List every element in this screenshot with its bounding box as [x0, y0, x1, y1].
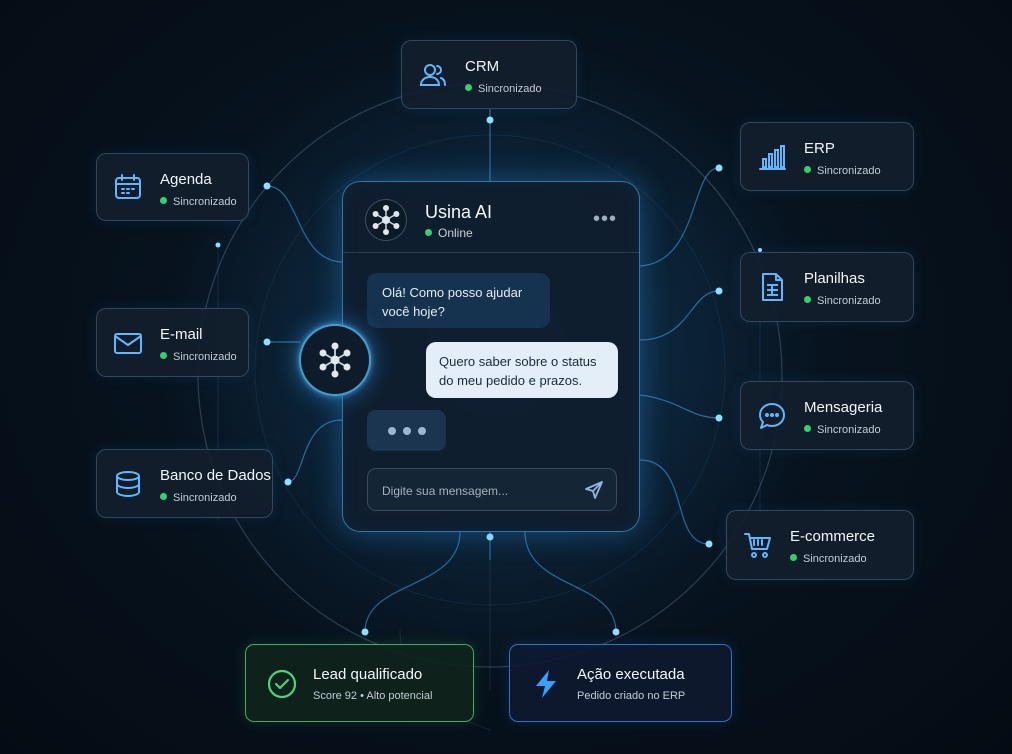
- chat-title: Usina AI: [425, 202, 493, 222]
- bot-message: Olá! Como posso ajudar você hoje?: [367, 273, 550, 328]
- calendar-icon: [115, 174, 141, 199]
- mail-icon: [114, 332, 142, 354]
- spreadsheet-icon: [762, 273, 783, 301]
- integration-title: Agenda: [160, 171, 212, 188]
- integration-title: ERP: [804, 140, 835, 157]
- chat-window: Usina AI Online ••• Olá! Como posso ajud…: [342, 181, 640, 532]
- message-input[interactable]: [380, 469, 584, 512]
- integration-database[interactable]: Banco de Dados Sincronizado: [96, 449, 273, 518]
- integration-erp[interactable]: ERP Sincronizado: [740, 122, 914, 191]
- status-badge: Sincronizado: [804, 424, 881, 436]
- integration-crm[interactable]: CRM Sincronizado: [401, 40, 577, 109]
- status-badge: Sincronizado: [160, 492, 237, 504]
- status-badge: Sincronizado: [160, 351, 237, 363]
- message-input-container: [367, 468, 617, 512]
- users-icon: [419, 63, 446, 86]
- integration-title: Banco de Dados: [160, 467, 271, 484]
- status-badge: Sincronizado: [160, 196, 237, 208]
- integration-messaging[interactable]: Mensageria Sincronizado: [740, 381, 914, 450]
- integration-spreadsheets[interactable]: Planilhas Sincronizado: [740, 252, 914, 322]
- integration-title: Mensageria: [804, 399, 883, 416]
- shopping-cart-icon: [744, 533, 771, 558]
- result-title: Lead qualificado: [313, 666, 423, 683]
- check-circle-icon: [267, 669, 297, 699]
- integration-email[interactable]: E-mail Sincronizado: [96, 308, 249, 377]
- online-status: Online: [425, 226, 473, 240]
- integration-title: Planilhas: [804, 270, 865, 287]
- result-subtitle: Pedido criado no ERP: [577, 690, 686, 702]
- integration-title: CRM: [465, 58, 500, 75]
- integration-ecommerce[interactable]: E-commerce Sincronizado: [726, 510, 914, 580]
- database-icon: [116, 470, 140, 497]
- typing-indicator: [367, 410, 446, 451]
- status-badge: Sincronizado: [465, 83, 542, 95]
- user-message: Quero saber sobre o status do meu pedido…: [426, 342, 618, 398]
- more-options-icon[interactable]: •••: [592, 208, 617, 230]
- action-executed-card[interactable]: Ação executada Pedido criado no ERP: [509, 644, 732, 722]
- integration-title: E-mail: [160, 326, 203, 343]
- status-badge: Sincronizado: [804, 165, 881, 177]
- result-subtitle: Score 92 • Alto potencial: [313, 690, 433, 702]
- usina-logo-icon: [365, 199, 407, 241]
- status-badge: Sincronizado: [790, 553, 867, 565]
- status-badge: Sincronizado: [804, 295, 881, 307]
- integration-title: E-commerce: [790, 528, 876, 545]
- message-icon: [759, 402, 785, 429]
- send-icon[interactable]: [584, 480, 604, 500]
- integration-agenda[interactable]: Agenda Sincronizado: [96, 153, 249, 221]
- ai-hub-icon: [299, 324, 371, 396]
- lightning-icon: [536, 670, 556, 698]
- result-title: Ação executada: [577, 666, 685, 683]
- bar-chart-icon: [759, 144, 786, 170]
- lead-qualified-card[interactable]: Lead qualificado Score 92 • Alto potenci…: [245, 644, 474, 722]
- chat-header: Usina AI Online •••: [343, 182, 639, 253]
